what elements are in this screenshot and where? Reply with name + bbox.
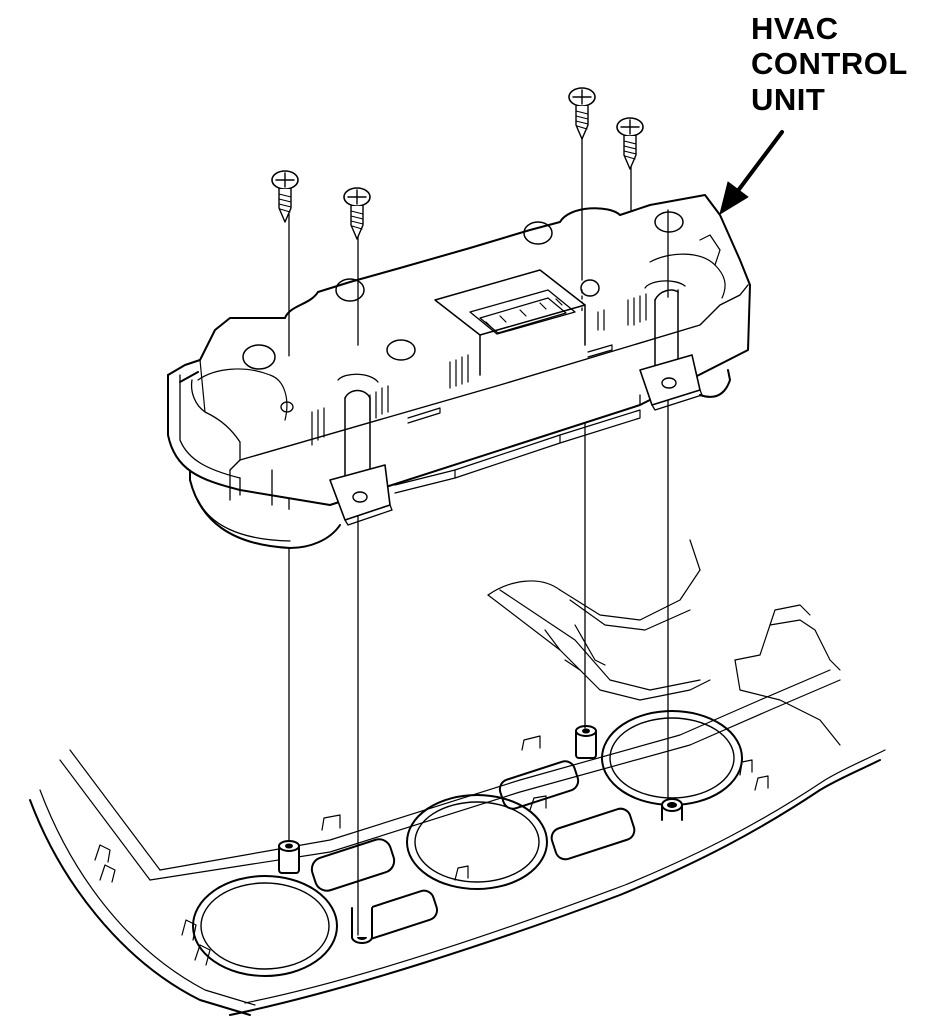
top-hole-3: [386, 339, 416, 361]
bezel-knob-opening-center: [406, 794, 548, 890]
top-hole-4: [523, 221, 553, 245]
screw-1: [271, 170, 299, 223]
bezel-knob-opening-left: [192, 875, 338, 977]
mounting-ear-left: [329, 373, 393, 526]
callout-label-line-3: UNIT: [751, 82, 826, 117]
mounting-boss-3: [351, 905, 373, 944]
hvac-control-unit: [167, 194, 751, 549]
bezel-knob-opening-right: [601, 710, 743, 806]
screw-4: [616, 117, 644, 170]
bezel-slot-4: [550, 807, 636, 861]
screw-3: [568, 87, 596, 140]
mounting-ear-right: [639, 280, 703, 411]
callout-label-line-2: CONTROL: [751, 46, 908, 81]
alignment-lines: [288, 117, 669, 936]
bezel-slot-3: [498, 760, 580, 810]
top-hole-2: [335, 278, 365, 302]
mounting-boss-2: [575, 725, 597, 759]
mounting-boss-4: [661, 798, 683, 821]
top-hole-5: [654, 211, 684, 233]
screw-2: [343, 187, 371, 240]
callout-arrow: [719, 130, 784, 215]
mounting-boss-1: [278, 840, 300, 874]
top-hole-1: [242, 344, 276, 370]
connector-socket: [434, 269, 586, 376]
callout-label-line-1: HVAC: [751, 11, 839, 46]
dashboard-bezel: [29, 539, 886, 1016]
cooling-ribs: [311, 293, 647, 446]
